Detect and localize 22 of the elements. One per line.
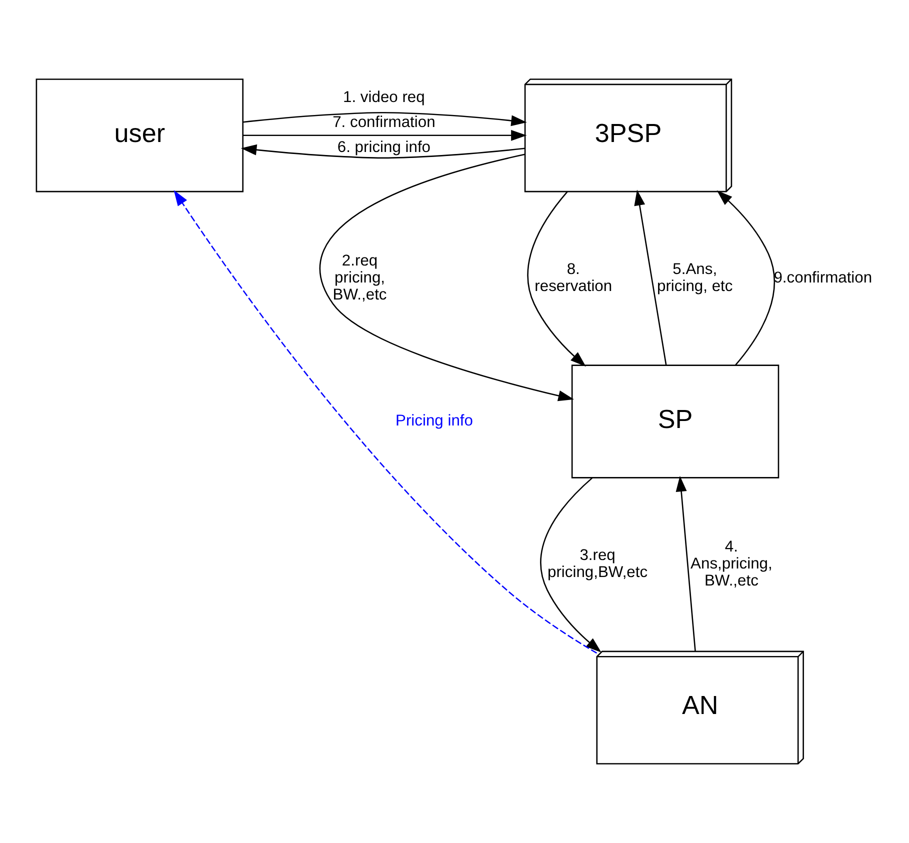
- edge-label: 2.req pricing, BW.,etc: [332, 252, 387, 304]
- arrow: [634, 190, 667, 365]
- edge-label: Pricing info: [396, 412, 473, 430]
- node-box: SP: [571, 364, 780, 478]
- node-box: user: [36, 78, 244, 192]
- arrow: [527, 191, 586, 367]
- arrow: [174, 190, 598, 654]
- arrow: [676, 476, 696, 652]
- edge-label: 6. pricing info: [337, 138, 431, 156]
- arrow: [320, 154, 574, 402]
- arrow: [242, 112, 527, 126]
- edge-label: 1. video req: [343, 89, 425, 106]
- edge-label: 5.Ans, pricing, etc: [657, 261, 733, 295]
- arrow: [716, 190, 776, 366]
- edge-label: 7. confirmation: [332, 114, 436, 132]
- edge-label: 9.confirmation: [774, 269, 872, 286]
- arrow: [540, 477, 602, 652]
- arrow: [243, 130, 527, 141]
- edge-label: 8. reservation: [534, 261, 612, 295]
- arrow: [240, 144, 526, 159]
- edge-label: 3.req pricing,BW,etc: [548, 547, 648, 582]
- edge-label: 4. Ans,pricing, BW.,etc: [690, 538, 772, 590]
